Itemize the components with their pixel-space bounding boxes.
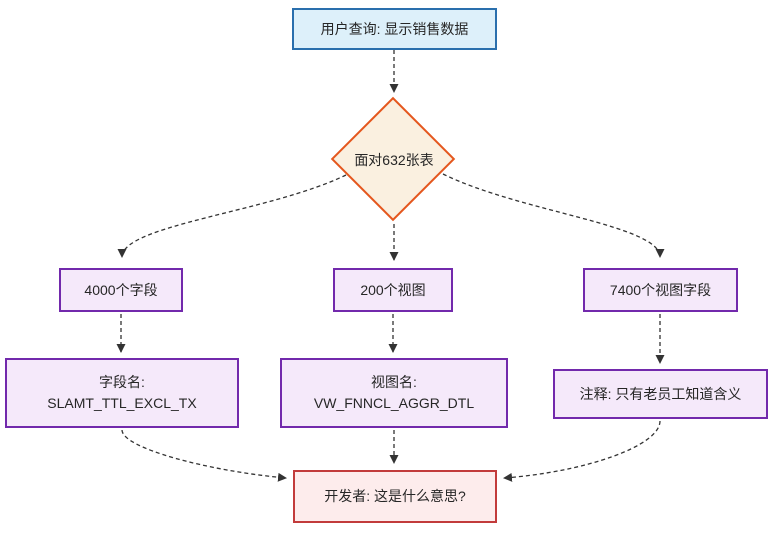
node-tables-label: 面对632张表: [354, 152, 434, 168]
edge-comment-to-developer: [503, 420, 661, 482]
node-developer-label: 开发者: 这是什么意思?: [324, 488, 466, 504]
node-comment-label: 注释: 只有老员工知道含义: [579, 385, 742, 402]
node-view-name-line1: 视图名:: [371, 374, 417, 390]
node-developer: 开发者: 这是什么意思?: [293, 470, 497, 523]
node-user-query-label: 用户查询: 显示销售数据: [320, 20, 469, 37]
node-view-name-line2: VW_FNNCL_AGGR_DTL: [313, 395, 475, 411]
node-fields-label: 4000个字段: [84, 281, 158, 298]
node-tables-decision: 面对632张表: [330, 96, 457, 223]
node-views-label: 200个视图: [360, 281, 426, 298]
node-fields-count: 4000个字段: [59, 268, 183, 312]
node-view-fields-label: 7400个视图字段: [609, 281, 712, 298]
edge-tables-to-view-fields: [442, 173, 665, 258]
node-field-name: 字段名: SLAMT_TTL_EXCL_TX: [5, 358, 239, 428]
edge-field-name-to-developer: [121, 429, 287, 482]
node-field-name-line1: 字段名:: [99, 374, 145, 390]
edge-tables-to-fields: [117, 174, 347, 258]
node-field-name-line2: SLAMT_TTL_EXCL_TX: [47, 395, 197, 411]
node-views-count: 200个视图: [333, 268, 453, 312]
node-comment: 注释: 只有老员工知道含义: [553, 369, 768, 419]
node-view-fields-count: 7400个视图字段: [583, 268, 738, 312]
node-user-query: 用户查询: 显示销售数据: [292, 8, 497, 50]
node-view-name: 视图名: VW_FNNCL_AGGR_DTL: [280, 358, 508, 428]
